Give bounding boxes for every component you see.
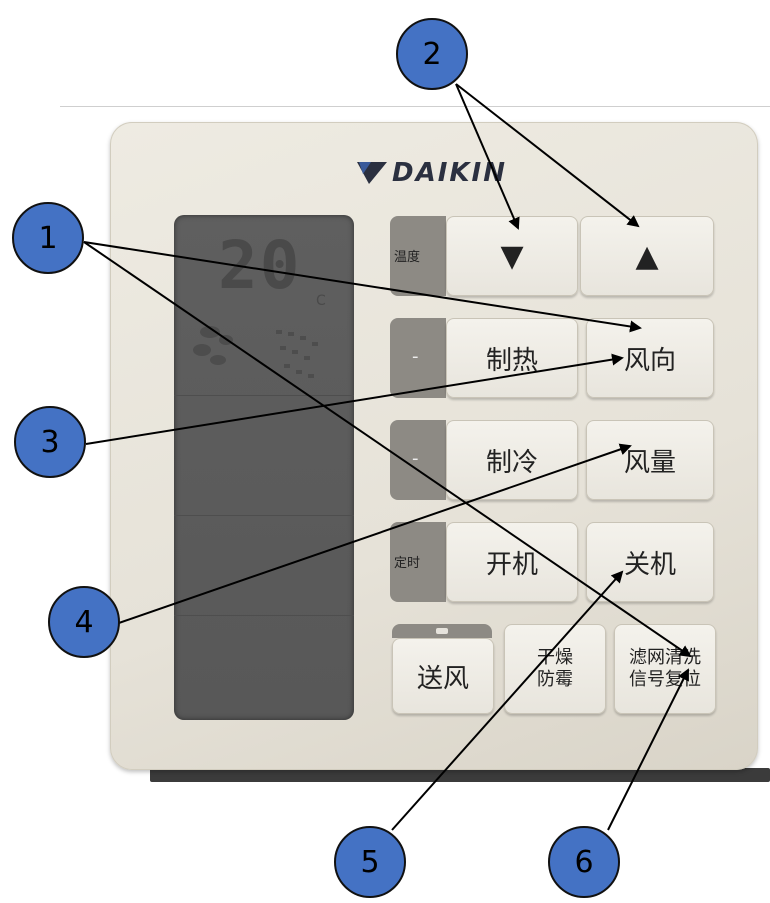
cool-button[interactable]: 制冷 bbox=[446, 420, 578, 500]
airflow-volume-button[interactable]: 风量 bbox=[586, 420, 714, 500]
dry-mildew-line1: 干燥 bbox=[537, 647, 573, 668]
callout-4: 4 bbox=[48, 586, 120, 658]
timer-group-tab: 定时 bbox=[390, 522, 446, 602]
callout-2-arrow-b bbox=[455, 83, 640, 228]
airflow-direction-button[interactable]: 风向 bbox=[586, 318, 714, 398]
mount-base-shadow bbox=[150, 768, 770, 782]
callout-5-arrow bbox=[391, 570, 624, 831]
lcd-row-divider bbox=[174, 395, 354, 396]
callout-3-arrow bbox=[85, 353, 624, 445]
heat-button[interactable]: 制热 bbox=[446, 318, 578, 398]
temp-group-tab: 温度 bbox=[390, 216, 446, 296]
callout-6: 6 bbox=[548, 826, 620, 898]
daikin-logo-icon bbox=[357, 162, 387, 184]
lcd-row-divider bbox=[174, 515, 354, 516]
timer-group-label: 定时 bbox=[394, 556, 421, 571]
callout-1-arrow-b bbox=[83, 241, 692, 658]
lcd-row-divider bbox=[174, 615, 354, 616]
cool-group-tab: - bbox=[390, 420, 446, 500]
fan-indicator-tab bbox=[392, 624, 492, 638]
heat-led: - bbox=[412, 346, 419, 367]
callout-3: 3 bbox=[14, 406, 86, 478]
cool-led: - bbox=[412, 448, 419, 469]
callout-2: 2 bbox=[396, 18, 468, 90]
callout-1: 1 bbox=[12, 202, 84, 274]
temp-group-label: 温度 bbox=[394, 250, 421, 265]
callout-5: 5 bbox=[334, 826, 406, 898]
heat-group-tab: - bbox=[390, 318, 446, 398]
fan-mode-button[interactable]: 送风 bbox=[392, 638, 494, 714]
callout-2-arrow-a bbox=[455, 83, 520, 230]
dry-mildew-line2: 防霉 bbox=[537, 669, 573, 690]
callout-1-arrow-a bbox=[83, 241, 642, 333]
callout-6-arrow bbox=[607, 668, 689, 831]
top-divider-line bbox=[60, 106, 770, 107]
callout-4-arrow bbox=[115, 443, 632, 625]
fan-led bbox=[436, 628, 448, 634]
brand-logo-text: DAIKIN bbox=[392, 158, 507, 188]
dry-mildew-button[interactable]: 干燥 防霉 bbox=[504, 624, 606, 714]
temp-up-button[interactable]: ▲ bbox=[580, 216, 714, 296]
lcd-unit: C bbox=[316, 293, 326, 309]
